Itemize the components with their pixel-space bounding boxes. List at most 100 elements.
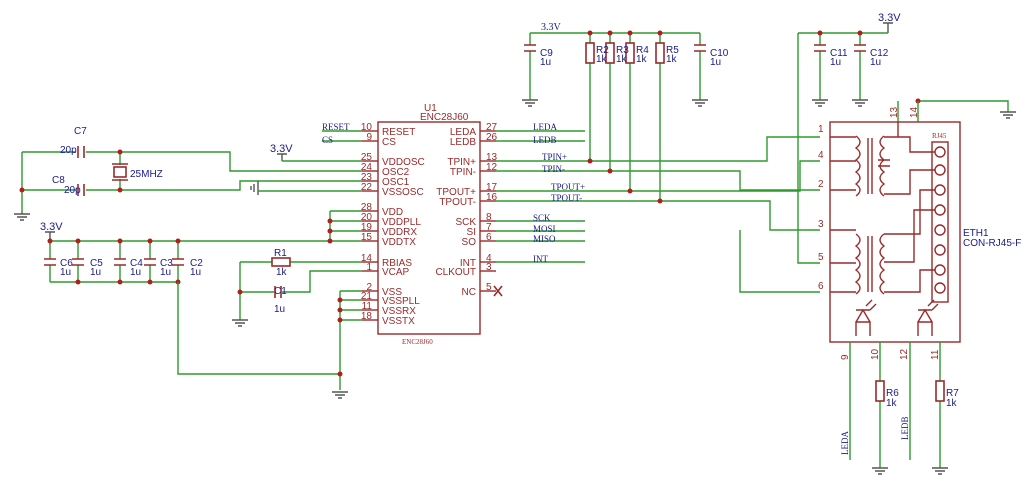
ic-right-nets: LEDA LEDB SCK MOSI MISO INT [496, 122, 585, 264]
net-int: INT [533, 254, 548, 264]
ic-pin-name: VCAP [382, 267, 410, 278]
ic-pin-name: VDDOSC [382, 157, 425, 168]
c1-ref: C1 [274, 286, 287, 297]
r3-ref: R3 [616, 45, 629, 56]
xtal-value: 25MHZ [130, 169, 163, 180]
rj45-ref: ETH1 [963, 228, 989, 239]
ic-pin-name: VSSTX [382, 316, 415, 327]
ic-pin-number: 10 [361, 122, 373, 133]
ic-pin-name: VDD [382, 207, 403, 218]
ic-pin-number: 23 [361, 172, 373, 183]
ic-pin-name: SI [467, 227, 476, 238]
ic-pin-name: SO [462, 237, 477, 248]
bias-section: R1 1k C1 1u [232, 248, 362, 327]
net-cs: CS [322, 135, 333, 145]
ic-pin-number: 7 [486, 222, 492, 233]
r5-value: 1k [666, 54, 678, 65]
rj45-wiring: 3.3V C11 1u C12 1u [739, 12, 1016, 293]
ic-pin-name: TPOUT- [439, 197, 476, 208]
decoupling-caps: 3.3V C6 1u C5 1u C4 1u C3 1u C2 1u [40, 221, 362, 375]
c4-ref: C4 [130, 258, 143, 269]
c8-value: 20p [64, 185, 81, 196]
rj45-pin-2: 2 [818, 179, 824, 190]
c7-value: 20p [60, 145, 77, 156]
ic-pin-number: 12 [486, 162, 498, 173]
rj45-pin-3: 3 [818, 219, 824, 230]
ic-pin-number: 25 [361, 152, 373, 163]
c8-ref: C8 [52, 175, 65, 186]
ic-pin-name: VDDPLL [382, 217, 421, 228]
ic-pin-name: VDDTX [382, 237, 416, 248]
ic-pin-name: VDDRX [382, 227, 417, 238]
ic-pin-name: VSSPLL [382, 296, 420, 307]
c2-ref: C2 [190, 258, 203, 269]
ic-footer: ENC28J60 [402, 338, 433, 346]
ic-pin-name: VSSOSC [382, 187, 424, 198]
ic-body [377, 121, 481, 335]
vddosc-power: 3.3V [250, 143, 362, 195]
ic-pin-name: VSSRX [382, 306, 416, 317]
r2-value: 1k [596, 54, 608, 65]
net-ledb-vertical: LEDB [900, 417, 910, 441]
c11-ref: C11 [830, 48, 848, 59]
control-nets: RESET CS [322, 122, 362, 145]
ic-pin-name: INT [460, 258, 476, 269]
ic-pin-name: LEDA [450, 127, 476, 138]
ic-pin-name: CS [382, 137, 396, 148]
c9-value: 1u [540, 57, 551, 68]
rj45-pin-5: 5 [818, 252, 824, 263]
r6-value: 1k [886, 398, 898, 409]
c2-value: 1u [190, 267, 201, 278]
ic-pin-number: 4 [486, 253, 492, 264]
power-label-left: 3.3V [40, 221, 63, 233]
net-mosi: MOSI [533, 224, 556, 234]
r4-value: 1k [636, 54, 648, 65]
c6-value: 1u [60, 267, 71, 278]
rj45-pin-6: 6 [818, 281, 824, 292]
c10-ref: C10 [710, 48, 729, 59]
ic-pin-number: 8 [486, 212, 492, 223]
c3-ref: C3 [160, 258, 173, 269]
net-tpout-n: TPOUT- [551, 193, 582, 203]
ic-pin-number: 13 [486, 152, 498, 163]
rj45-pin-11: 11 [930, 349, 941, 360]
ic-pin-number: 6 [486, 232, 492, 243]
net-tpout-p: TPOUT+ [551, 182, 585, 192]
rj45-pin-14: 14 [909, 106, 920, 118]
rj45-connector: RJ45 1 4 2 3 5 6 13 14 9 10 12 11 ETH1 C… [818, 106, 1021, 360]
rj45-pin-9: 9 [840, 354, 851, 360]
ic-ref: U1 [424, 103, 437, 114]
c4-value: 1u [130, 267, 141, 278]
net-sck: SCK [533, 213, 551, 223]
r3-value: 1k [616, 54, 628, 65]
ic-pin-number: 27 [486, 122, 498, 133]
net-leda-vertical: LEDA [840, 431, 850, 455]
r7-value: 1k [946, 398, 958, 409]
c12-value: 1u [870, 57, 881, 68]
power-label-right: 3.3V [878, 12, 901, 24]
r6-ref: R6 [886, 388, 899, 399]
ic-pin-number: 15 [361, 232, 373, 243]
ic-pin-number: 26 [486, 132, 498, 143]
ic-pin-number: 19 [361, 222, 373, 233]
ic-pin-number: 14 [361, 253, 373, 264]
ic-pin-name: CLKOUT [435, 267, 476, 278]
power-label-top: 3.3V [541, 22, 562, 33]
c3-value: 1u [160, 267, 171, 278]
c9-ref: C9 [540, 48, 553, 59]
r4-ref: R4 [636, 45, 649, 56]
ic-pin-number: 28 [361, 202, 373, 213]
ic-pin-name: RBIAS [382, 258, 412, 269]
ic-pin-name: TPIN- [450, 167, 476, 178]
net-miso: MISO [533, 234, 556, 244]
crystal-section: C7 20p C8 20p 25MHZ [14, 126, 362, 221]
phy-section: 3.3V C9 1u C10 1u R2 1k R3 1k R4 1k R5 1… [496, 22, 820, 231]
rj45-pin-13: 13 [889, 106, 900, 118]
ic-pin-name: OSC2 [382, 167, 410, 178]
r5-ref: R5 [666, 45, 679, 56]
net-tpin-n: TPIN- [542, 164, 565, 174]
led-resistors: R6 1k R7 1k LEDA LEDB [840, 342, 959, 475]
ic-pin-name: RESET [382, 127, 415, 138]
ic-pin-number: 20 [361, 212, 373, 223]
